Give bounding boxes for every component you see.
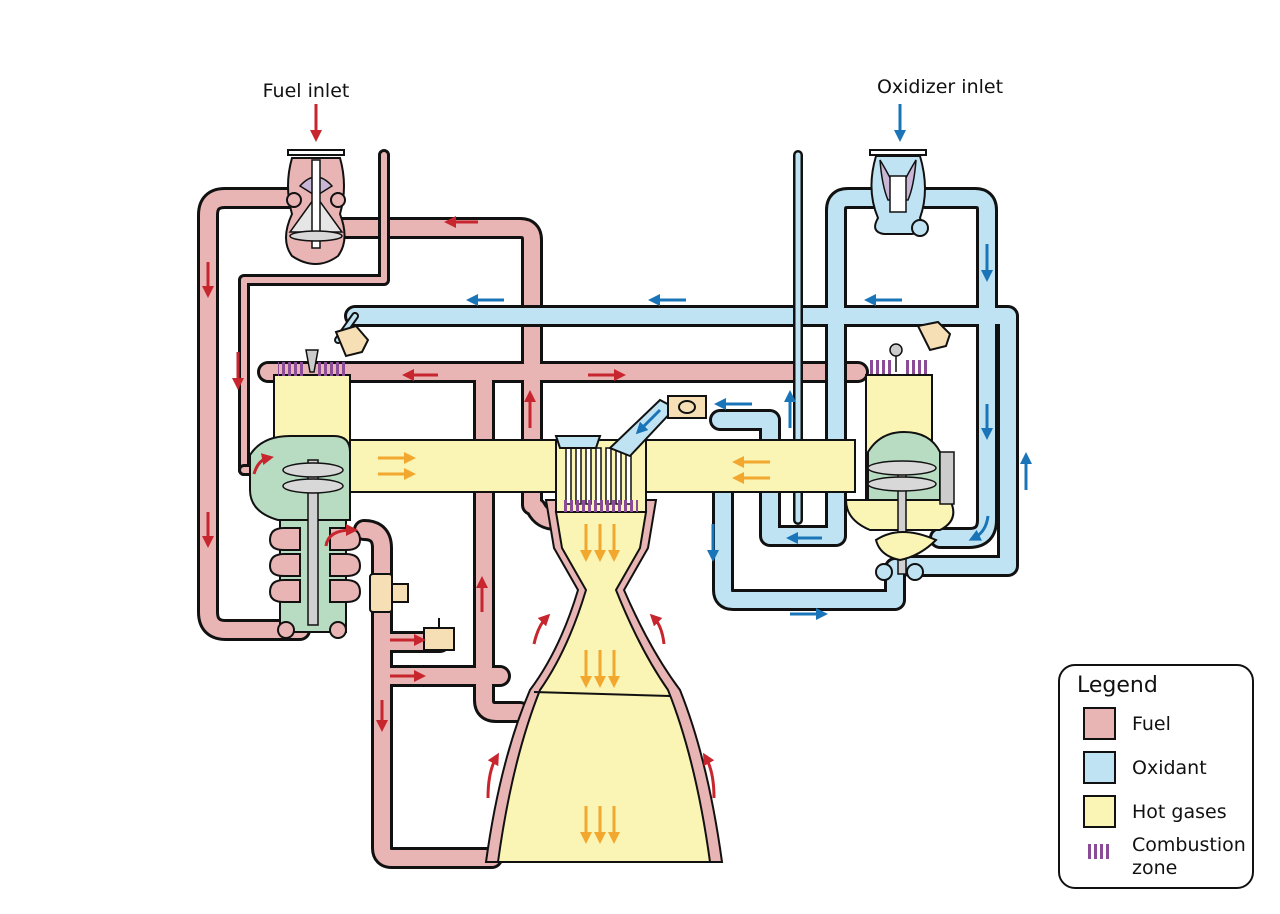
fuel-inlet-label: Fuel inlet <box>263 80 350 102</box>
legend-swatch-oxidant <box>1083 751 1116 784</box>
legend-swatch-hot-gases <box>1083 795 1116 828</box>
oxidizer-turbopump <box>844 430 955 581</box>
fuel-turbopump <box>249 435 362 639</box>
igniters <box>305 343 903 373</box>
legend-label-fuel: Fuel <box>1132 713 1171 735</box>
fuel-flow-arrows <box>202 104 716 799</box>
oxidizer-inlet-pump <box>869 149 929 237</box>
combustion-zones <box>278 360 930 512</box>
legend-swatch-combustion <box>1088 844 1109 859</box>
legend-label-oxidant: Oxidant <box>1132 757 1207 779</box>
injector-feed <box>554 435 602 449</box>
legend-swatch-fuel <box>1083 707 1116 740</box>
fuel-inlet-pump <box>285 149 346 265</box>
oxidizer-inlet-label: Oxidizer inlet <box>877 76 1003 98</box>
legend: Legend Fuel Oxidant Hot gases Combustion… <box>1058 664 1254 889</box>
valves <box>334 320 952 651</box>
legend-label-hot-gases: Hot gases <box>1132 801 1227 823</box>
legend-label-combustion-line2: zone <box>1132 857 1177 879</box>
oxidant-flow-arrows <box>466 104 1032 620</box>
injector-elements <box>565 447 632 505</box>
legend-label-combustion: Combustion <box>1132 834 1246 856</box>
legend-title: Legend <box>1077 673 1158 698</box>
hot-gas-flow-arrows <box>378 452 770 844</box>
